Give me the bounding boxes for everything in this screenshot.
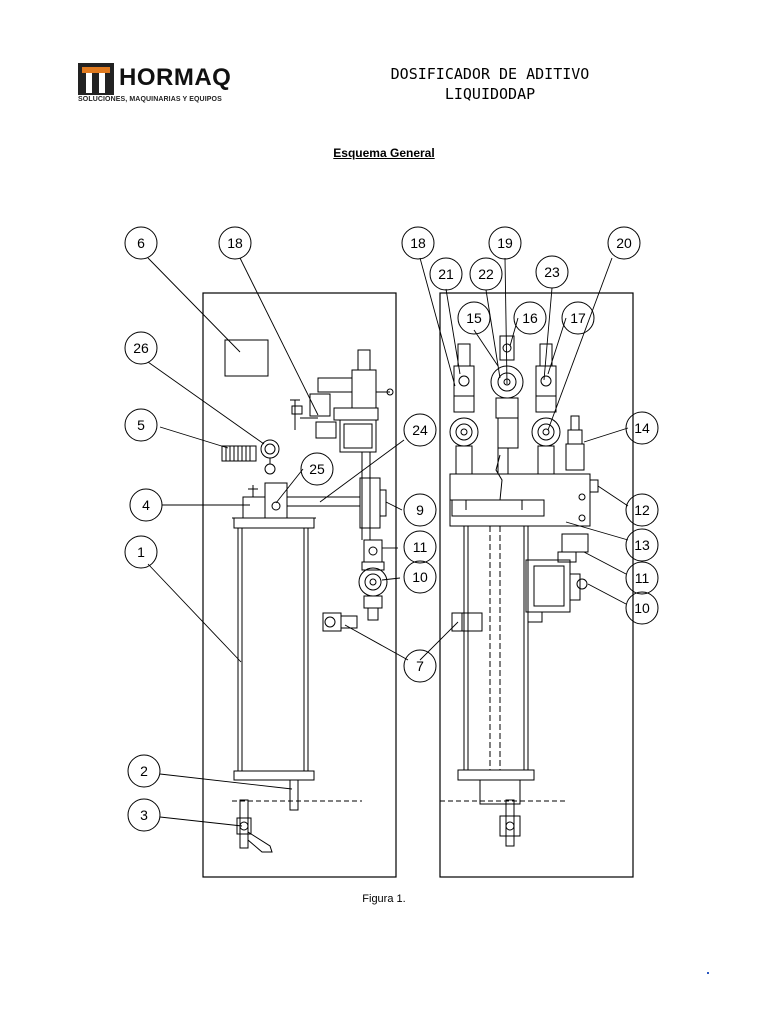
callout-9: 9 <box>416 502 424 518</box>
callout-2: 2 <box>140 763 148 779</box>
hormaq-logo-icon <box>78 63 114 95</box>
callout-21: 21 <box>438 266 454 282</box>
figure-caption: Figura 1. <box>362 893 406 905</box>
callout-18-left: 18 <box>227 235 243 251</box>
callout-22: 22 <box>478 266 494 282</box>
callout-18-right: 18 <box>410 235 426 251</box>
callout-labels: 6 18 26 5 4 1 2 3 24 25 9 11 10 7 18 19 … <box>133 235 650 823</box>
page-dot <box>707 972 709 974</box>
brand-tagline: SOLUCIONES, MAQUINARIAS Y EQUIPOS <box>78 96 222 103</box>
callout-17: 17 <box>570 310 586 326</box>
callout-3: 3 <box>140 807 148 823</box>
document-title-line1: DOSIFICADOR DE ADITIVO <box>390 65 590 83</box>
leader-lines <box>147 257 629 827</box>
left-panel <box>202 292 397 878</box>
callout-15: 15 <box>466 310 482 326</box>
callout-7: 7 <box>416 658 424 674</box>
callout-11-right: 11 <box>635 570 650 586</box>
callout-1: 1 <box>137 544 145 560</box>
callout-11-left: 11 <box>413 539 428 555</box>
callout-10-left: 10 <box>412 569 428 585</box>
callout-20: 20 <box>616 235 632 251</box>
callout-circles <box>124 226 659 832</box>
callout-16: 16 <box>522 310 538 326</box>
document-title: DOSIFICADOR DE ADITIVO LIQUIDODAP <box>340 64 640 104</box>
callout-25: 25 <box>309 461 325 477</box>
callout-4: 4 <box>142 497 150 513</box>
right-panel <box>439 292 634 878</box>
callout-6: 6 <box>137 235 145 251</box>
callout-12: 12 <box>634 502 650 518</box>
callout-14: 14 <box>634 420 650 436</box>
callout-24: 24 <box>412 422 428 438</box>
callout-23: 23 <box>544 264 560 280</box>
brand-name: HORMAQ <box>119 64 232 91</box>
section-title: Esquema General <box>333 146 435 160</box>
callout-26: 26 <box>133 340 149 356</box>
callout-19: 19 <box>497 235 513 251</box>
callout-5: 5 <box>137 417 145 433</box>
callout-13: 13 <box>634 537 650 553</box>
callout-10-right: 10 <box>634 600 650 616</box>
document-title-line2: LIQUIDODAP <box>444 85 536 103</box>
